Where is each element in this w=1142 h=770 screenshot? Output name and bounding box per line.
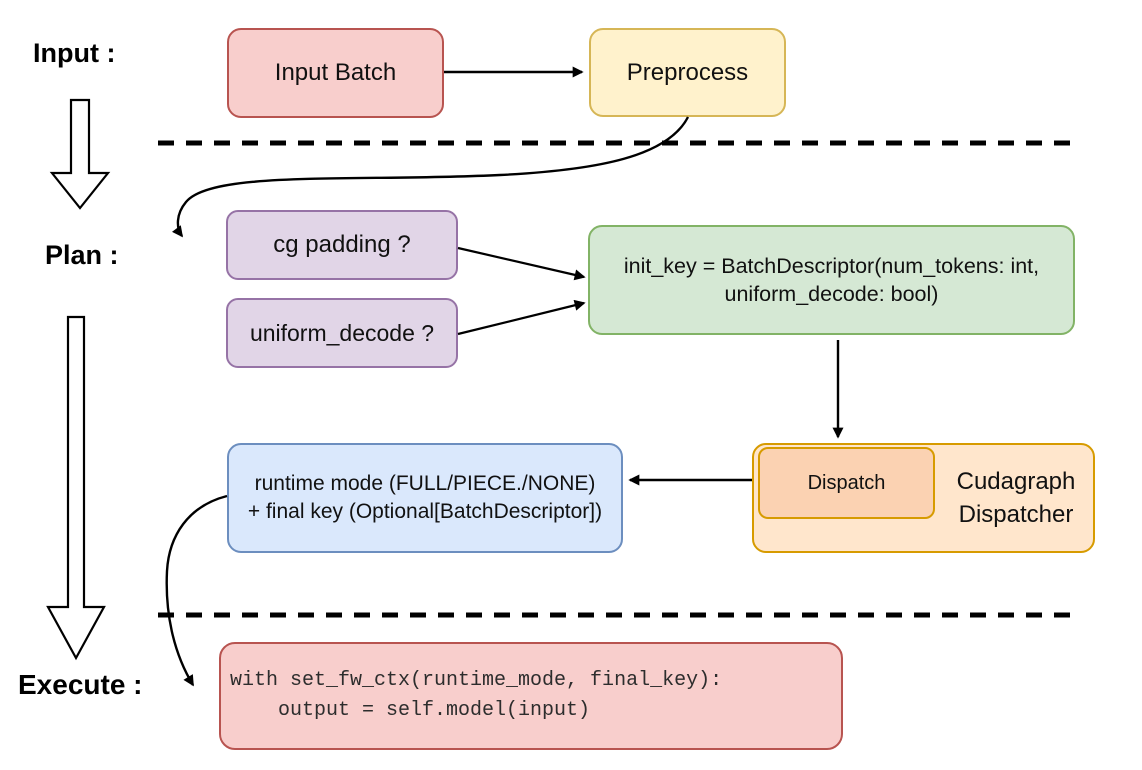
node-runtime-result: runtime mode (FULL/PIECE./NONE) + final … — [227, 443, 623, 553]
node-preprocess-label: Preprocess — [626, 58, 749, 86]
execute-code-line1: with set_fw_ctx(runtime_mode, final_key)… — [230, 669, 723, 692]
node-runtime-result-line2: + final key (Optional[BatchDescriptor]) — [247, 500, 603, 523]
node-execute-code: with set_fw_ctx(runtime_mode, final_key)… — [219, 642, 843, 750]
cudagraph-label-line1: Cudagraph — [956, 468, 1076, 495]
node-init-key-line2: uniform_decode: bool) — [724, 282, 939, 306]
stage-label-execute: Execute : — [18, 669, 143, 700]
node-uniform-decode-label: uniform_decode ? — [249, 320, 435, 346]
stage-arrow-plan-to-execute — [46, 315, 106, 661]
stage-label-input: Input : — [33, 38, 116, 68]
node-cg-padding: cg padding ? — [226, 210, 458, 280]
node-dispatch-label: Dispatch — [807, 472, 886, 494]
node-preprocess: Preprocess — [589, 28, 786, 117]
edge-runtimeresult-executecode — [165, 494, 228, 687]
cudagraph-label-line2: Dispatcher — [958, 501, 1074, 528]
node-cudagraph-dispatcher: Dispatch Cudagraph Dispatcher — [752, 443, 1095, 553]
edge-cgpadding-initkey — [457, 246, 586, 281]
node-input-batch-label: Input Batch — [274, 59, 397, 86]
node-dispatch: Dispatch — [758, 447, 935, 519]
node-init-key: init_key = BatchDescriptor(num_tokens: i… — [588, 225, 1075, 335]
edge-uniformdecode-initkey — [457, 299, 586, 336]
stage-label-plan: Plan : — [45, 240, 119, 270]
node-cudagraph-dispatcher-label: Cudagraph Dispatcher — [940, 445, 1092, 551]
node-init-key-line1: init_key = BatchDescriptor(num_tokens: i… — [623, 254, 1040, 278]
node-cg-padding-label: cg padding ? — [273, 231, 411, 258]
node-runtime-result-line1: runtime mode (FULL/PIECE./NONE) — [254, 472, 596, 495]
node-input-batch: Input Batch — [227, 28, 444, 118]
node-uniform-decode: uniform_decode ? — [226, 298, 458, 368]
execute-code-line2: output = self.model(input) — [230, 699, 591, 722]
stage-arrow-input-to-plan — [49, 98, 111, 210]
